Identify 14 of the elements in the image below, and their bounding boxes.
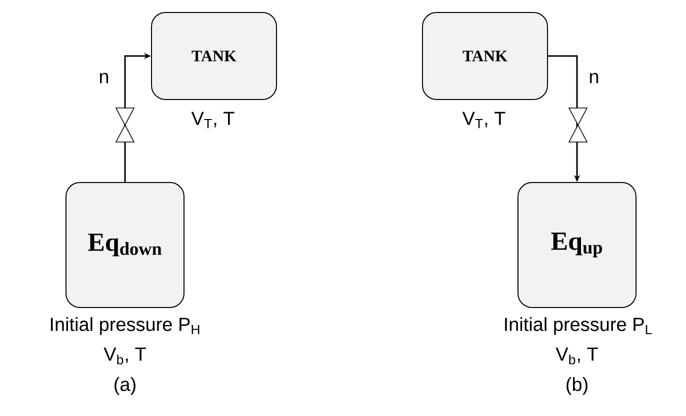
vessel-box: Eq$_{down}$: [66, 182, 184, 308]
edge-label: n: [98, 72, 110, 84]
vessel-box: Eq$_{up}$: [518, 182, 636, 308]
panel-label: (b): [566, 377, 588, 395]
tank-box: TANK: [422, 12, 548, 100]
tank-box: TANK: [151, 12, 277, 100]
node-caption: V$_{T}$, T: [462, 112, 506, 128]
node-caption: V$_{b}$, T: [104, 348, 146, 364]
edge-label: n: [588, 72, 600, 84]
node-caption: V$_{b}$, T: [556, 348, 598, 364]
node-caption: Initial pressure P$_{H}$: [50, 317, 200, 335]
node-caption: V$_{T}$, T: [191, 112, 234, 128]
panel-label: (a): [114, 377, 136, 395]
node-caption: Initial pressure P$_{L}$: [505, 317, 652, 335]
